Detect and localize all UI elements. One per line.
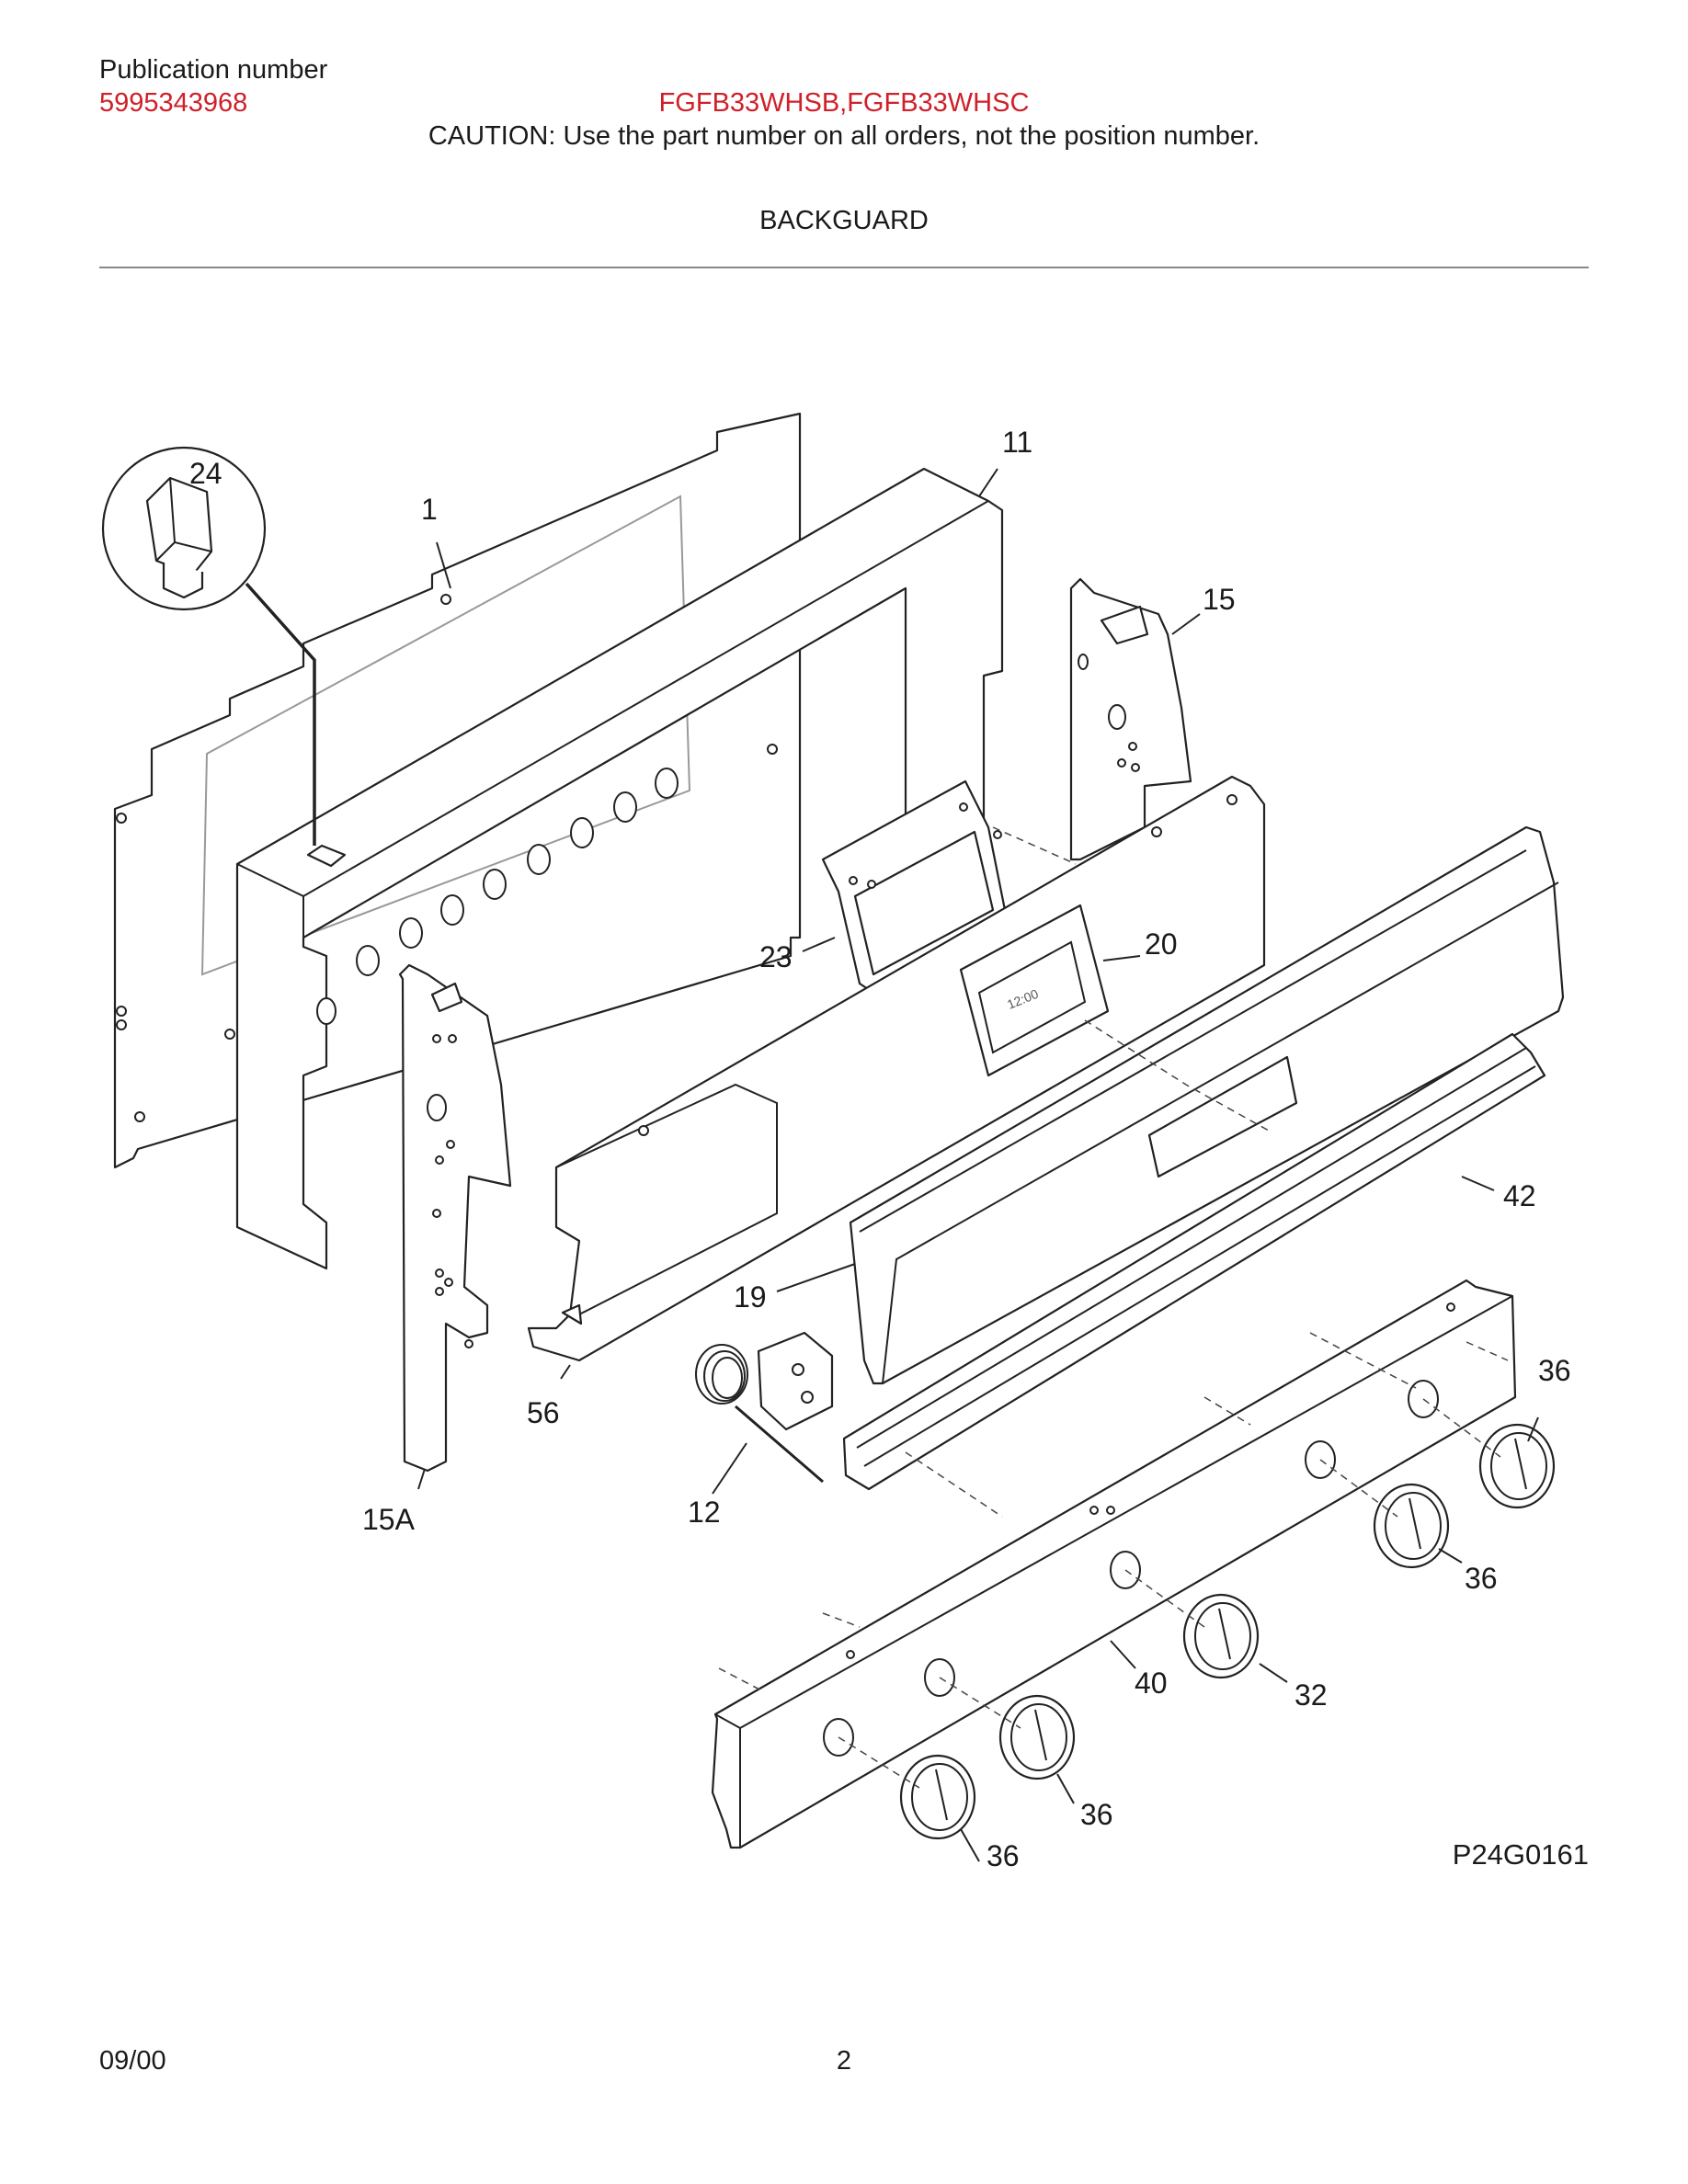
model-numbers: FGFB33WHSB,FGFB33WHSC <box>658 88 1030 118</box>
callout-15a: 15A <box>362 1503 416 1536</box>
callout-36-bottom: 36 <box>987 1839 1020 1872</box>
callout-23: 23 <box>759 940 793 973</box>
part-11-backguard-housing <box>235 467 1004 1270</box>
callout-24: 24 <box>189 457 222 490</box>
section-title: BACKGUARD <box>759 206 929 235</box>
callout-19: 19 <box>734 1280 767 1314</box>
part-24-rocker-switch-detail <box>101 446 316 846</box>
callout-40: 40 <box>1135 1666 1168 1700</box>
callout-15: 15 <box>1203 583 1236 616</box>
callout-20: 20 <box>1145 927 1178 961</box>
part-20-clock: 12:00 <box>959 904 1110 1077</box>
knob-36-right-upper <box>1478 1423 1556 1509</box>
part-15a-left-bracket <box>398 963 512 1473</box>
part-15-right-bracket <box>1069 577 1192 861</box>
callout-56: 56 <box>527 1396 560 1429</box>
figure-code: P24G0161 <box>1452 1838 1589 1871</box>
knob-36-left-lower <box>899 1754 976 1840</box>
callout-36-top: 36 <box>1538 1354 1571 1387</box>
callout-12: 12 <box>688 1496 721 1529</box>
callout-42: 42 <box>1503 1179 1536 1212</box>
header-rule <box>99 267 1589 268</box>
callout-36-right: 36 <box>1465 1562 1498 1595</box>
callout-1: 1 <box>421 493 438 526</box>
caution-note: CAUTION: Use the part number on all orde… <box>428 121 1260 151</box>
callout-11: 11 <box>1002 426 1032 459</box>
knob-36-left-upper <box>998 1694 1076 1780</box>
publication-label: Publication number <box>99 55 328 85</box>
publication-number: 5995343968 <box>99 88 248 118</box>
part-42-trim-strip <box>842 1032 1546 1491</box>
callout-36-middle: 36 <box>1080 1798 1113 1831</box>
leader-lines <box>417 468 1539 1862</box>
part-12-thermostat <box>695 1331 834 1484</box>
part-40-manifold-panel <box>711 1279 1517 1849</box>
knob-32-center <box>1182 1593 1260 1679</box>
callout-32: 32 <box>1295 1678 1328 1712</box>
footer-date: 09/00 <box>99 2046 166 2076</box>
page-number: 2 <box>836 2046 852 2076</box>
alignment-lines <box>718 826 1509 1789</box>
part-19-control-panel <box>849 825 1565 1385</box>
knob-36-right-lower <box>1373 1483 1450 1569</box>
